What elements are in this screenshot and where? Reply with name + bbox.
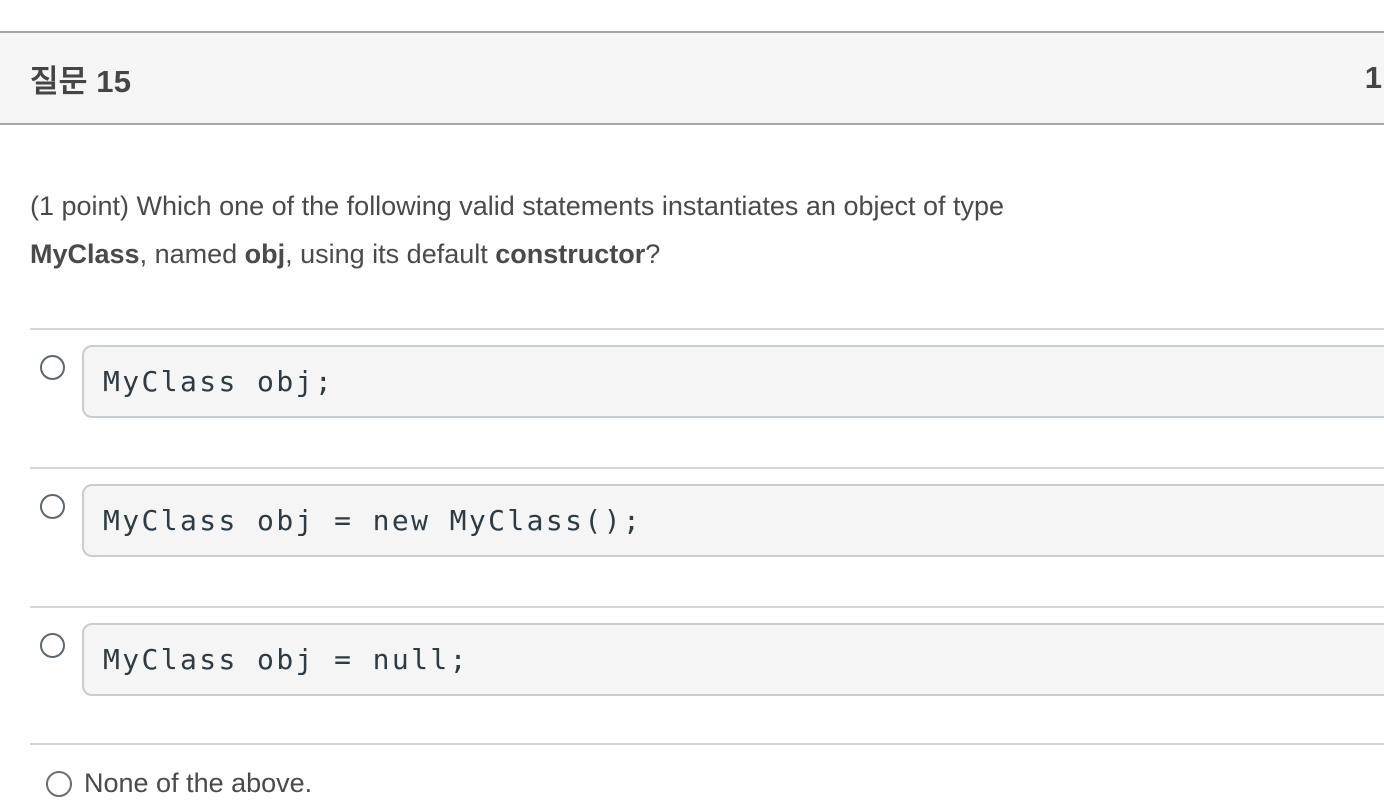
answer-code: MyClass obj; xyxy=(103,365,335,398)
answer-option: MyClass obj; xyxy=(0,328,1384,467)
answer-option: None of the above. xyxy=(0,743,1384,799)
answer-code-box[interactable]: MyClass obj = null; xyxy=(82,623,1384,696)
radio-button[interactable] xyxy=(40,633,65,658)
radio-button[interactable] xyxy=(46,770,72,797)
question-points: 1 xyxy=(1364,60,1382,95)
radio-button[interactable] xyxy=(40,355,65,380)
question-title: 질문 15 xyxy=(30,63,132,99)
divider xyxy=(30,328,1384,330)
answer-options: MyClass obj; MyClass obj = new MyClass()… xyxy=(0,328,1384,799)
question-line: (1 point) Which one of the following val… xyxy=(30,191,1005,221)
answer-option: MyClass obj = new MyClass(); xyxy=(0,467,1384,606)
question-line: MyClass, named obj, using its default co… xyxy=(30,239,661,269)
divider xyxy=(30,606,1384,608)
answer-code-box[interactable]: MyClass obj; xyxy=(82,345,1384,418)
answer-label[interactable]: None of the above. xyxy=(84,768,313,798)
radio-button[interactable] xyxy=(40,494,65,519)
answer-code: MyClass obj = null; xyxy=(103,643,469,676)
question-text: (1 point) Which one of the following val… xyxy=(30,182,1374,278)
divider xyxy=(30,467,1384,469)
question-header: 질문 15 1 xyxy=(0,31,1384,125)
divider xyxy=(30,743,1384,745)
answer-code: MyClass obj = new MyClass(); xyxy=(103,504,643,537)
answer-option: MyClass obj = null; xyxy=(0,606,1384,743)
answer-code-box[interactable]: MyClass obj = new MyClass(); xyxy=(82,484,1384,557)
